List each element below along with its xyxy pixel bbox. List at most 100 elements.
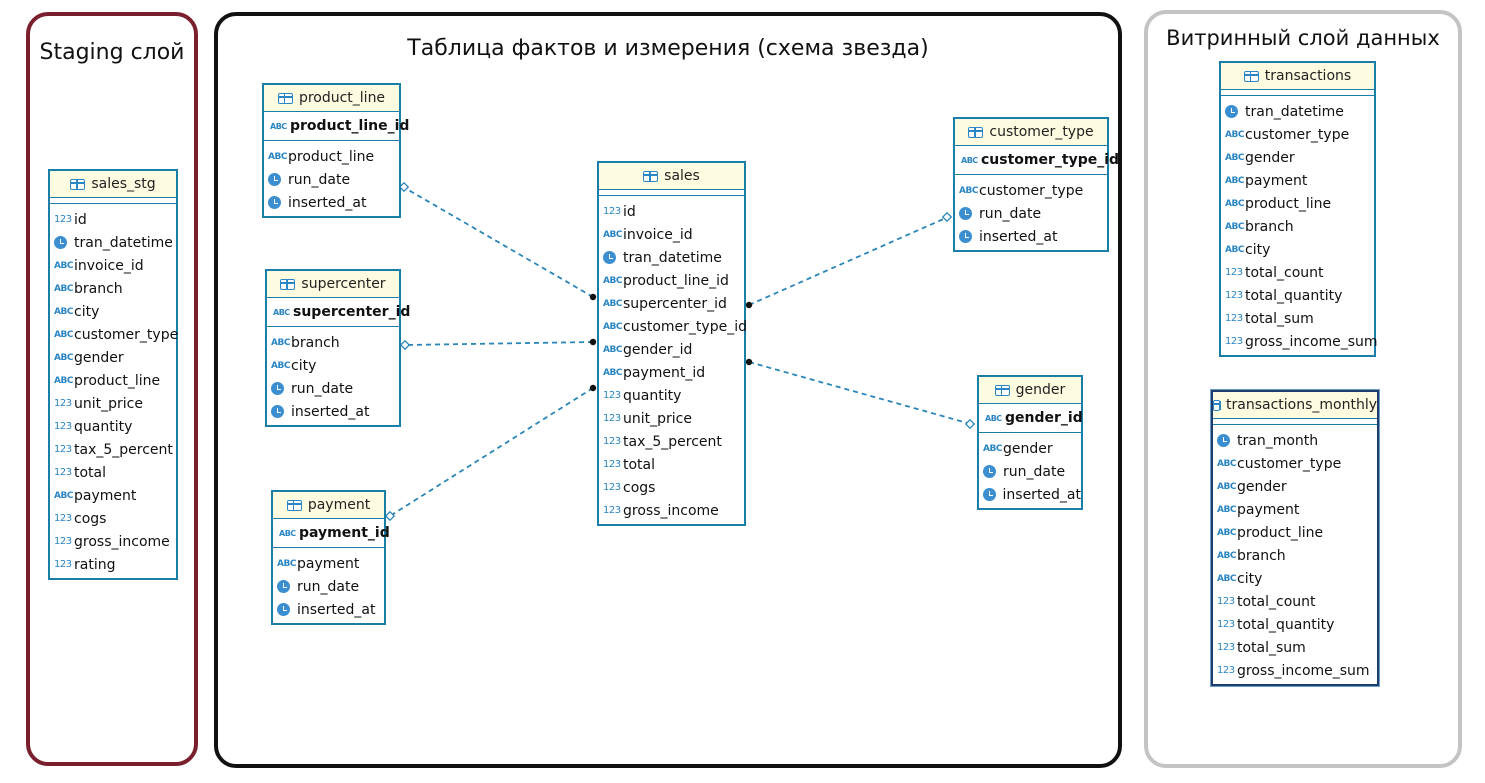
table-header[interactable]: gender [979,377,1081,404]
column-row[interactable]: tran_month [1213,429,1377,452]
table-header[interactable]: supercenter [267,271,399,298]
column-name: customer_type_id [623,318,747,335]
table-header[interactable]: transactions_monthly [1213,392,1377,419]
column-row[interactable]: run_date [979,460,1081,483]
column-row[interactable]: tran_datetime [1221,100,1374,123]
column-name: run_date [297,578,360,595]
column-row[interactable]: run_date [273,575,384,598]
table-header[interactable]: sales [599,163,744,190]
column-row[interactable]: inserted_at [955,225,1107,248]
link-sales-supercenter[interactable] [404,341,594,346]
numeric-123-icon: 123 [54,421,72,432]
column-row[interactable]: run_date [955,202,1107,225]
column-row[interactable]: tran_datetime [599,246,744,269]
link-sales-gender[interactable] [748,361,972,425]
link-sales-payment[interactable] [389,387,594,517]
table-header[interactable]: transactions [1221,63,1374,90]
column-row[interactable]: inserted_at [267,400,399,423]
column-row[interactable]: run_date [264,168,399,191]
table-header[interactable]: product_line [264,85,399,112]
column-row[interactable]: inserted_at [264,191,399,214]
link-sales-product_line[interactable] [404,187,594,298]
column-row[interactable]: run_date [267,377,399,400]
column-row[interactable]: inserted_at [273,598,384,621]
column-row[interactable]: inserted_at [979,483,1081,506]
link-sales-customer_type[interactable] [748,216,949,306]
table-header[interactable]: sales_stg [50,171,176,198]
table-header[interactable]: payment [273,492,384,519]
table-header[interactable]: customer_type [955,119,1107,146]
column-row[interactable]: tran_datetime [50,231,176,254]
